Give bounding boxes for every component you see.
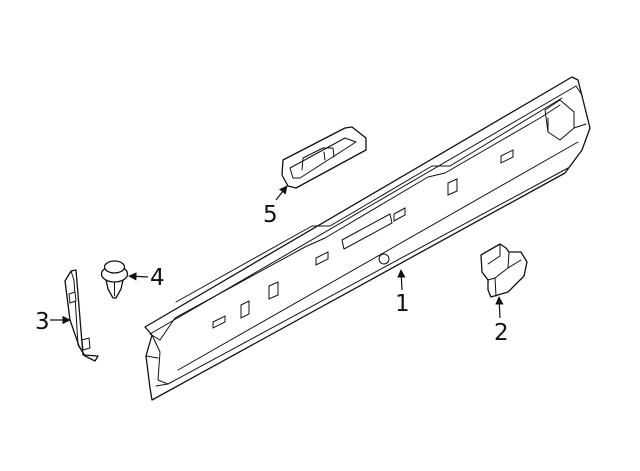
clip-part [480,243,528,298]
callout-5: 5 [263,202,278,228]
push-pin-clip-head [103,260,126,274]
rocker-molding-ledge [159,104,561,341]
callout-3: 3 [35,309,50,335]
callout-4: 4 [150,265,165,291]
rocker-molding-front-cap [145,333,169,385]
rocker-molding-top-ridge [175,97,563,303]
rocker-molding-top-lip [149,85,583,335]
callout-2: 2 [494,320,509,346]
push-pin-clip-part [100,260,129,299]
leader-line-2 [495,296,504,319]
upper-trim-piece-part [281,126,367,189]
leader-line-4 [128,272,149,281]
rocker-molding-body [144,76,591,401]
upper-trim-piece-inner [289,137,357,179]
clip-detail [487,243,522,297]
bracket-strip-slot-lower [81,337,91,351]
upper-trim-piece-body [281,126,367,189]
callout-1: 1 [395,291,410,317]
rocker-molding-part [144,76,591,401]
rocker-molding-slots [212,149,514,329]
bracket-strip-edge [70,270,86,357]
bracket-strip-body [64,269,99,362]
leader-line-5 [275,185,288,201]
rocker-molding-hole [378,253,390,265]
bracket-strip-part [64,269,99,362]
bracket-strip-slot-upper [68,291,77,304]
rocker-molding-recess [341,213,393,250]
rocker-molding-lower-line [177,141,579,371]
rocker-molding-rear-cap [544,99,587,141]
upper-trim-piece-tab [301,147,335,171]
leader-line-1 [397,269,406,291]
